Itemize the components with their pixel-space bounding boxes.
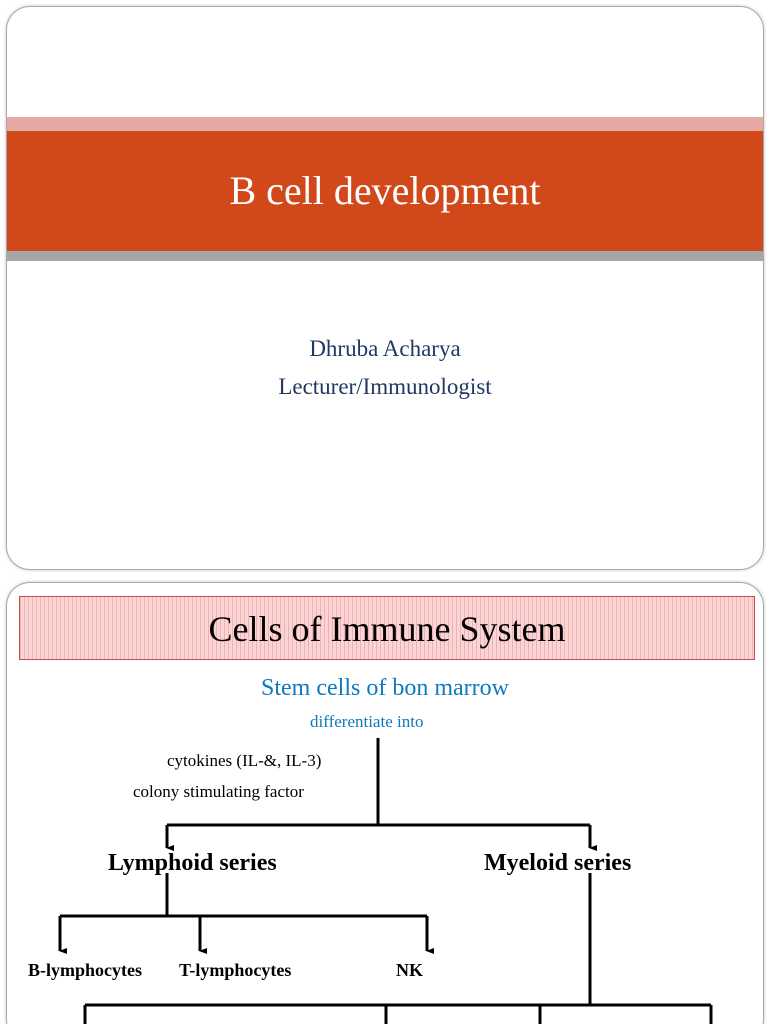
b-lymphocytes-label: B-lymphocytes <box>28 960 142 980</box>
nk-label: NK <box>396 960 423 980</box>
slide-heading: Cells of Immune System <box>208 609 566 649</box>
slide-title: B cell development <box>229 168 541 213</box>
slide-heading-box: Cells of Immune System <box>19 596 755 660</box>
csf-label: colony stimulating factor <box>133 782 304 801</box>
lineage-diagram <box>58 738 713 1024</box>
myeloid-series-label: Myeloid series <box>484 850 632 876</box>
title-band-accent <box>7 117 763 131</box>
cytokines-label: cytokines (IL-&, IL-3) <box>167 751 322 770</box>
stem-cells-label: Stem cells of bon marrow <box>261 675 509 701</box>
differentiate-label: differentiate into <box>310 712 424 731</box>
t-lymphocytes-label: T-lymphocytes <box>179 960 292 980</box>
immune-cells-slide: Cells of Immune System <box>6 582 764 1024</box>
title-band-shadow <box>7 251 763 261</box>
author-role: Lecturer/Immunologist <box>278 374 492 399</box>
lymphoid-series-label: Lymphoid series <box>108 850 277 876</box>
author-name: Dhruba Acharya <box>309 336 461 361</box>
title-slide: B cell development Dhruba Acharya Lectur… <box>6 6 764 570</box>
title-band <box>7 131 763 251</box>
